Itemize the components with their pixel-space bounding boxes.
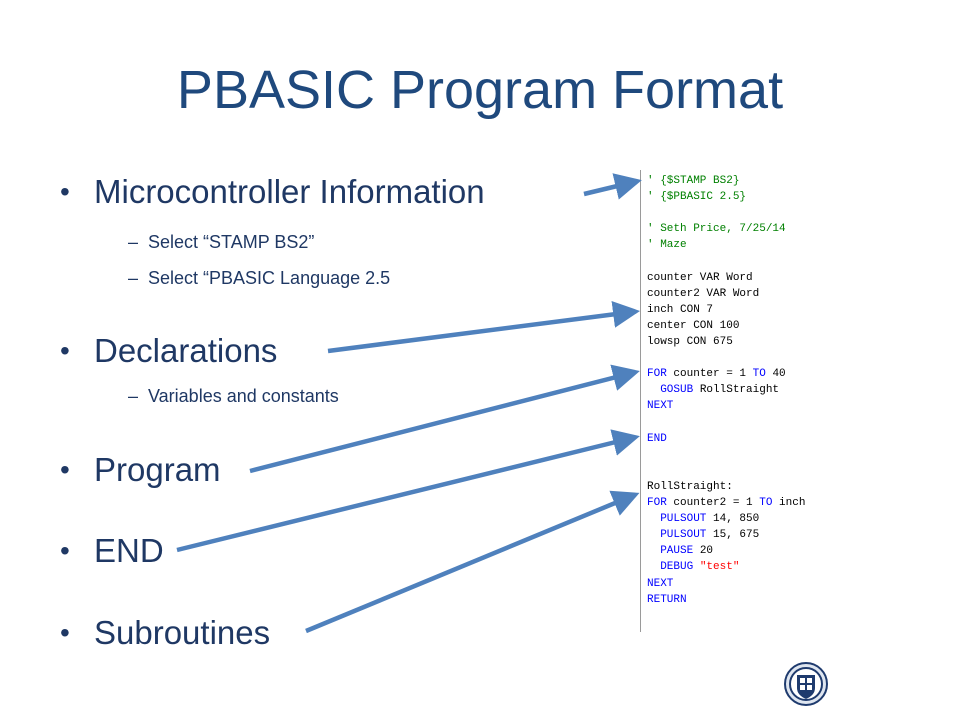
code-line: FOR counter2 = 1 TO inch [647,496,805,510]
sub-bullet-dash: – [128,232,139,252]
code-line: PULSOUT 15, 675 [647,528,759,542]
code-token: FOR [647,497,667,509]
bullet-text: END [94,532,164,569]
code-token: counter = 1 [666,368,753,381]
code-line: RETURN [647,593,687,607]
code-token: ' Maze [647,239,687,252]
code-token: center CON 100 [647,319,740,332]
code-line: lowsp CON 675 [647,335,733,349]
code-token: RollStraight [693,384,780,397]
code-token: inch [772,497,806,509]
arrow-subroutines [305,490,640,634]
sub-bullet-dash: – [128,268,139,288]
code-line: NEXT [647,399,673,413]
code-token: PULSOUT [647,513,707,526]
bullet-dot: • [60,617,70,648]
code-token: RETURN [647,593,687,606]
code-token: GOSUB [647,384,694,397]
code-token: NEXT [647,577,674,590]
code-line: DEBUG "test" [647,560,739,574]
code-line: NEXT [647,577,673,591]
bullet-dot: • [60,454,70,485]
code-token: RollStraight: [647,480,733,493]
code-line: center CON 100 [647,319,739,333]
arrow-declarations [327,301,641,354]
code-line: RollStraight: [647,480,733,494]
code-token: TO [759,497,773,509]
code-line: counter2 VAR Word [647,287,759,301]
bullet-text: Declarations [94,332,278,369]
code-line: PULSOUT 14, 850 [647,512,759,526]
code-token: NEXT [647,400,674,413]
slide-title: PBASIC Program Format [176,60,784,120]
bullet-text: Subroutines [94,614,271,651]
code-line: ' Seth Price, 7/25/14 [647,222,786,236]
bullet-text: Program [94,451,221,488]
code-token: PAUSE [647,545,694,558]
code-line: GOSUB RollStraight [647,383,779,397]
code-line: inch CON 7 [647,303,713,317]
code-token: ' Seth Price, 7/25/14 [647,223,786,236]
code-token: lowsp CON 675 [647,336,733,348]
code-line: PAUSE 20 [647,544,713,558]
code-token: counter VAR Word [647,271,753,284]
code-token: END [647,432,667,445]
code-token: counter2 VAR Word [647,287,760,300]
sub-bullet-text: Select “STAMP BS2” [148,232,315,252]
code-listing: ' {$STAMP BS2} ' {$PBASIC 2.5} ' Seth Pric… [640,170,891,632]
sub-bullet-dash: – [128,386,139,406]
code-line: ' Maze [647,238,687,252]
code-token: inch CON 7 [647,303,714,316]
code-line: FOR counter = 1 TO 40 [647,367,786,381]
code-token: "test" [699,561,740,574]
arrow-end [176,429,640,553]
sub-bullet-text: Select “PBASIC Language 2.5 [148,268,391,288]
arrow-program [249,364,640,474]
code-line: ' {$PBASIC 2.5} [647,190,746,204]
bullet-dot: • [60,535,70,566]
arrow-microcontroller-information [583,173,642,200]
sub-bullet-text: Variables and constants [148,386,339,406]
code-token: DEBUG [647,561,694,574]
code-line: counter VAR Word [647,271,753,285]
code-token: ' {$STAMP BS2} [647,175,740,187]
code-token: counter2 = 1 [666,497,760,509]
code-token: 40 [765,368,786,381]
university-seal-icon [784,662,828,706]
code-line: ' {$STAMP BS2} [647,174,739,188]
bullet-dot: • [60,176,70,207]
code-token: 20 [693,545,714,558]
bullet-dot: • [60,335,70,366]
bullet-text: Microcontroller Information [94,173,485,210]
code-line: END [647,432,667,446]
code-token: 15, 675 [706,529,760,542]
code-token: 14, 850 [706,513,760,526]
code-token: FOR [647,368,667,381]
code-token: TO [752,368,766,381]
code-token: PULSOUT [647,529,707,542]
code-token: ' {$PBASIC 2.5} [647,191,747,204]
